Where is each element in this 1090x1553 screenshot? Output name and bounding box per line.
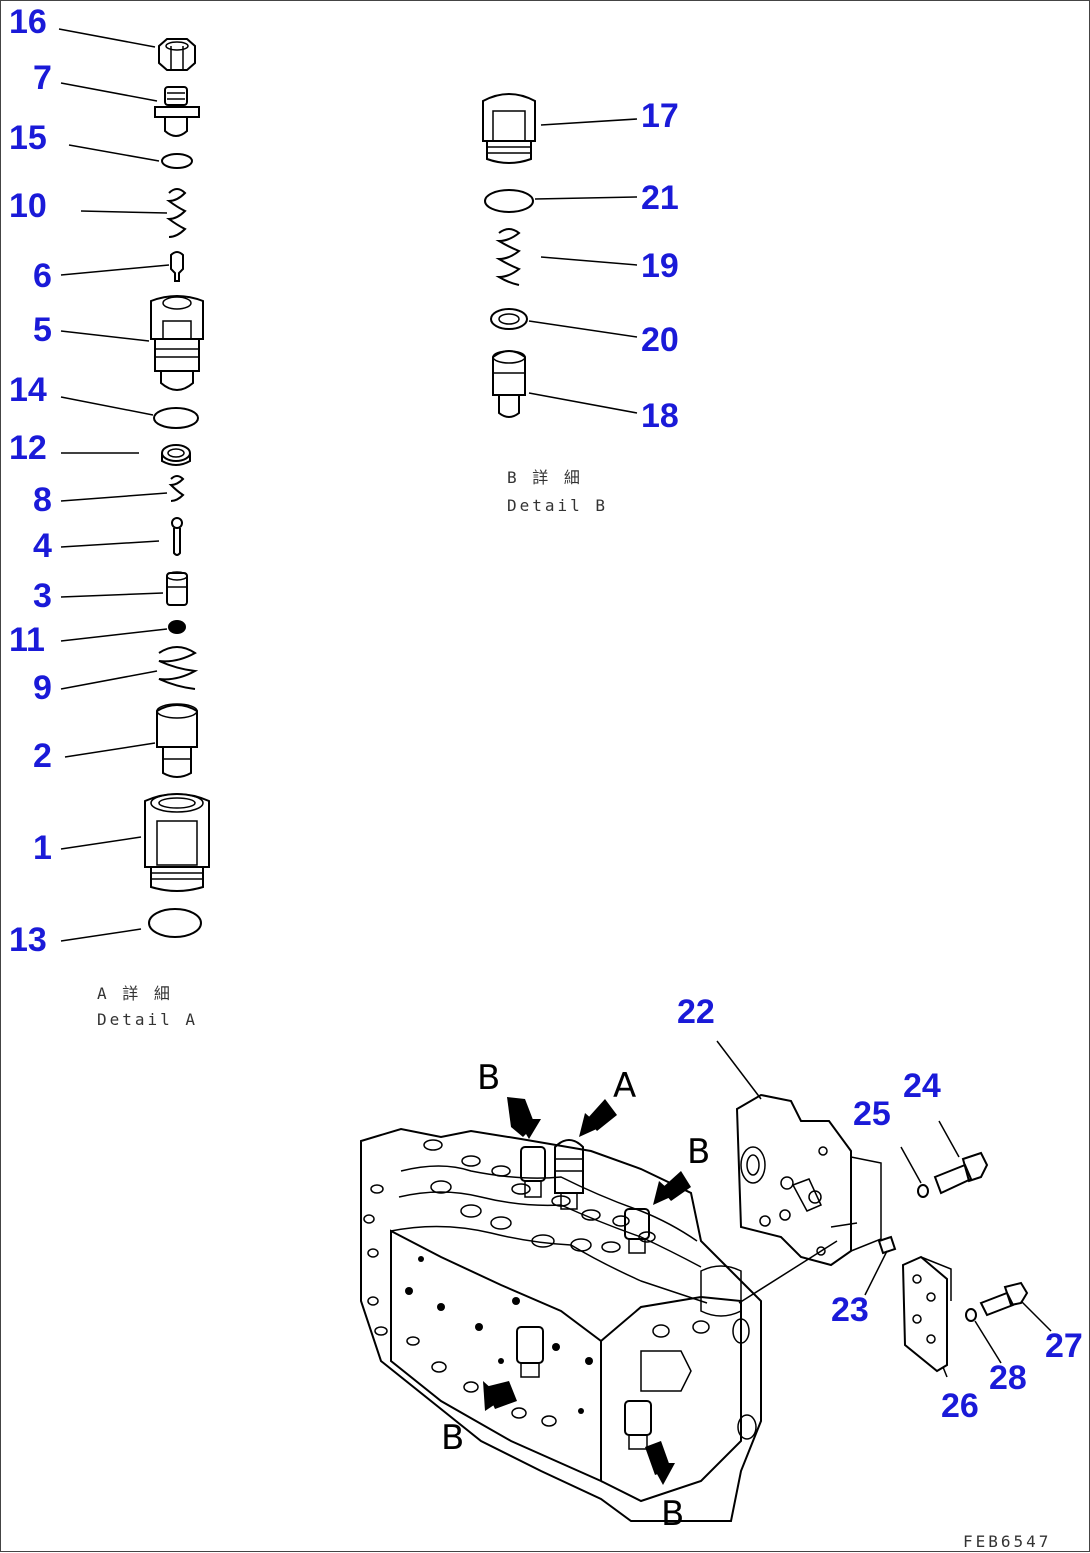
part-28-washer [965, 1308, 977, 1322]
arrow-b-bottom [645, 1441, 675, 1485]
callout-2: 2 [33, 737, 52, 775]
part-27-bolt [979, 1281, 1029, 1317]
part-11-ball [168, 620, 186, 634]
arrow-b-right [653, 1171, 691, 1205]
callout-17: 17 [641, 97, 679, 135]
part-21-o-ring [484, 189, 534, 213]
part-23-plug [877, 1235, 897, 1255]
callout-22: 22 [677, 993, 715, 1031]
part-13-o-ring [148, 908, 202, 938]
mounted-valve-b4 [624, 1400, 652, 1450]
detail-captions: A 詳 細 Detail A B 詳 細 Detail B FEB6547 [97, 468, 1051, 1551]
view-letter-b-bottom: B [661, 1494, 684, 1534]
drawing-code: FEB6547 [963, 1532, 1051, 1551]
part-1-main-body [144, 793, 210, 892]
part-16-nut [158, 38, 196, 71]
arrow-b-top [507, 1097, 541, 1139]
view-letter-b-top: B [477, 1058, 500, 1098]
callout-23: 23 [831, 1291, 869, 1329]
callout-21: 21 [641, 179, 679, 217]
arrow-a [579, 1099, 617, 1137]
callout-20: 20 [641, 321, 679, 359]
part-6-poppet [170, 251, 184, 282]
arrow-b-front [483, 1381, 517, 1411]
part-20-seat [490, 308, 528, 330]
callout-13: 13 [9, 921, 47, 959]
callout-24: 24 [903, 1067, 941, 1105]
view-arrows [483, 1097, 691, 1485]
callout-28: 28 [989, 1359, 1027, 1397]
part-24-bolt [933, 1151, 989, 1195]
part-8-spring [168, 475, 185, 502]
control-valve-assembly [360, 1127, 762, 1522]
callout-27: 27 [1045, 1327, 1083, 1365]
callout-9: 9 [33, 669, 52, 707]
callout-11: 11 [9, 621, 45, 659]
part-9-spring [158, 646, 199, 690]
callout-6: 6 [33, 257, 52, 295]
callout-15: 15 [9, 119, 47, 157]
callout-16: 16 [9, 3, 47, 41]
callout-3: 3 [33, 577, 52, 615]
callout-18: 18 [641, 397, 679, 435]
callout-8: 8 [33, 481, 52, 519]
detail-b-parts [482, 93, 536, 418]
part-26-plate [901, 1255, 952, 1373]
mounted-valve-a [554, 1139, 584, 1210]
callout-25: 25 [853, 1095, 891, 1133]
callout-26: 26 [941, 1387, 979, 1425]
part-2-piston [156, 703, 198, 778]
part-5-valve-body [150, 295, 204, 391]
callout-19: 19 [641, 247, 679, 285]
part-15-o-ring [161, 153, 193, 169]
caption-detail-b-jp: B 詳 細 [507, 468, 583, 487]
mounted-valve-b1 [520, 1146, 546, 1198]
part-10-spring [166, 188, 187, 238]
detail-a-parts [144, 38, 210, 938]
callout-10: 10 [9, 187, 47, 225]
callout-4: 4 [33, 527, 52, 565]
callout-7: 7 [33, 59, 52, 97]
part-17-plug [482, 93, 536, 164]
part-25-washer [917, 1184, 929, 1198]
view-letter-a: A [613, 1066, 636, 1106]
view-letter-labels: B A B B B [441, 1058, 710, 1534]
part-4-pin [171, 517, 183, 556]
caption-detail-b-en: Detail B [507, 496, 608, 515]
assembly-leaders [716, 1040, 1052, 1378]
part-14-o-ring [153, 407, 199, 429]
caption-detail-a-en: Detail A [97, 1010, 198, 1029]
callout-14: 14 [9, 371, 47, 409]
callout-labels: 16 7 15 10 6 5 14 12 8 4 3 11 9 2 1 13 1… [9, 3, 1083, 1425]
mounted-valve-b3 [516, 1326, 544, 1378]
detail-b-leaders [528, 118, 638, 414]
callout-12: 12 [9, 429, 47, 467]
view-letter-b-right: B [687, 1132, 710, 1172]
part-3-sleeve [166, 571, 188, 606]
part-7-plug [154, 86, 200, 137]
part-19-spring [495, 228, 521, 286]
callout-5: 5 [33, 311, 52, 349]
detail-a-leaders [58, 28, 170, 942]
part-22-end-cover [735, 1093, 882, 1267]
mounted-valve-b2 [624, 1208, 650, 1254]
part-18-poppet [492, 350, 526, 418]
caption-detail-a-jp: A 詳 細 [97, 984, 173, 1003]
part-12-backup-ring [161, 444, 191, 466]
view-letter-b-front: B [441, 1418, 464, 1458]
callout-1: 1 [33, 829, 52, 867]
